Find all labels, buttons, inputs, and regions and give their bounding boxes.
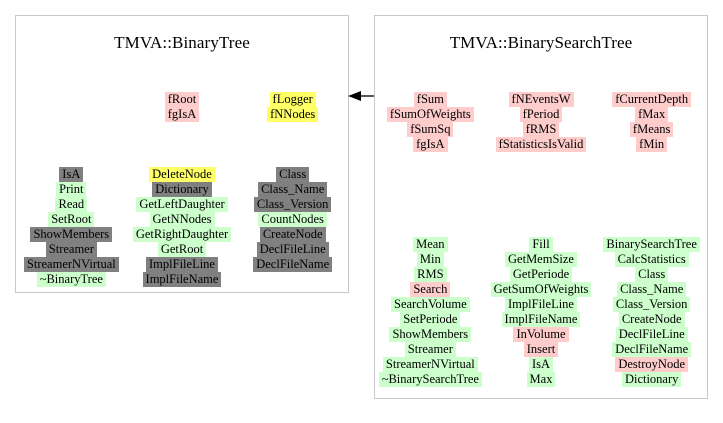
member-entry[interactable]: fSumOfWeights [386,107,474,122]
member-entry[interactable]: fgIsA [164,107,200,122]
method-entry[interactable]: SetRoot [48,212,95,227]
method-entry[interactable]: CreateNode [259,227,326,242]
method-entry[interactable]: IsA [528,357,554,372]
members-column [16,92,127,122]
method-entry[interactable]: ~BinaryTree [36,272,106,287]
method-entry[interactable]: Search [410,282,451,297]
method-entry[interactable]: Max [526,372,556,387]
member-entry[interactable]: fLogger [269,92,316,107]
method-entry[interactable]: DeclFileLine [615,327,688,342]
method-entry[interactable]: SearchVolume [391,297,470,312]
method-entry[interactable]: DestroyNode [615,357,688,372]
method-entry[interactable]: Fill [529,237,553,252]
method-entry[interactable]: Dictionary [152,182,212,197]
method-entry[interactable]: ~BinarySearchTree [378,372,482,387]
method-entry[interactable]: Class_Name [617,282,687,297]
method-entry[interactable]: ShowMembers [30,227,113,242]
class-title-binarysearchtree: TMVA::BinarySearchTree [449,33,633,52]
method-entry[interactable]: DeleteNode [149,167,215,182]
method-entry[interactable]: Read [55,197,88,212]
method-entry[interactable]: GetMemSize [505,252,577,267]
method-entry[interactable]: BinarySearchTree [603,237,700,252]
method-entry[interactable]: DeclFileLine [256,242,329,257]
member-entry[interactable]: fMeans [629,122,674,137]
member-entry[interactable]: fRoot [164,92,200,107]
method-entry[interactable]: ImplFileLine [505,297,577,312]
member-entry[interactable]: fMin [636,137,668,152]
class-title-binarytree: TMVA::BinaryTree [114,33,250,52]
inheritance-arrow-icon [348,91,374,101]
method-entry[interactable]: DeclFileName [253,257,333,272]
method-entry[interactable]: Min [416,252,444,267]
method-entry[interactable]: Class [276,167,310,182]
method-entry[interactable]: Insert [523,342,559,357]
method-entry[interactable]: StreamerNVirtual [382,357,478,372]
method-entry[interactable]: DeclFileName [612,342,692,357]
method-entry[interactable]: Dictionary [621,372,682,387]
method-entry[interactable]: Class_Version [612,297,691,312]
method-entry[interactable]: SetPeriode [400,312,461,327]
method-entry[interactable]: CalcStatistics [614,252,689,267]
method-entry[interactable]: RMS [414,267,447,282]
method-entry[interactable]: StreamerNVirtual [23,257,119,272]
method-entry[interactable]: Print [56,182,87,197]
method-entry[interactable]: GetLeftDaughter [136,197,228,212]
method-entry[interactable]: Mean [413,237,448,252]
method-entry[interactable]: CountNodes [258,212,327,227]
method-entry[interactable]: GetNNodes [149,212,215,227]
method-entry[interactable]: Streamer [404,342,456,357]
member-entry[interactable]: fNEventsW [508,92,574,107]
method-entry[interactable]: ImplFileLine [146,257,218,272]
method-entry[interactable]: IsA [59,167,84,182]
method-entry[interactable]: GetPeriode [509,267,573,282]
member-entry[interactable]: fCurrentDepth [612,92,692,107]
method-entry[interactable]: Class_Name [258,182,328,197]
method-entry[interactable]: ShowMembers [389,327,472,342]
method-entry[interactable]: Class_Version [253,197,332,212]
member-entry[interactable]: fPeriod [519,107,563,122]
member-entry[interactable]: fgIsA [413,137,448,152]
method-entry[interactable]: ImplFileName [142,272,222,287]
member-entry[interactable]: fStatisticsIsValid [495,137,587,152]
method-entry[interactable]: CreateNode [618,312,685,327]
member-entry[interactable]: fSumSq [407,122,454,137]
member-entry[interactable]: fNNodes [267,107,319,122]
method-entry[interactable]: Streamer [45,242,97,257]
method-entry[interactable]: ImplFileName [501,312,581,327]
method-entry[interactable]: GetRightDaughter [132,227,232,242]
method-entry[interactable]: GetRoot [157,242,207,257]
member-entry[interactable]: fMax [635,107,669,122]
method-entry[interactable]: Class [635,267,669,282]
method-entry[interactable]: GetSumOfWeights [490,282,592,297]
method-entry[interactable]: InVolume [513,327,569,342]
member-entry[interactable]: fSum [413,92,447,107]
member-entry[interactable]: fRMS [522,122,560,137]
